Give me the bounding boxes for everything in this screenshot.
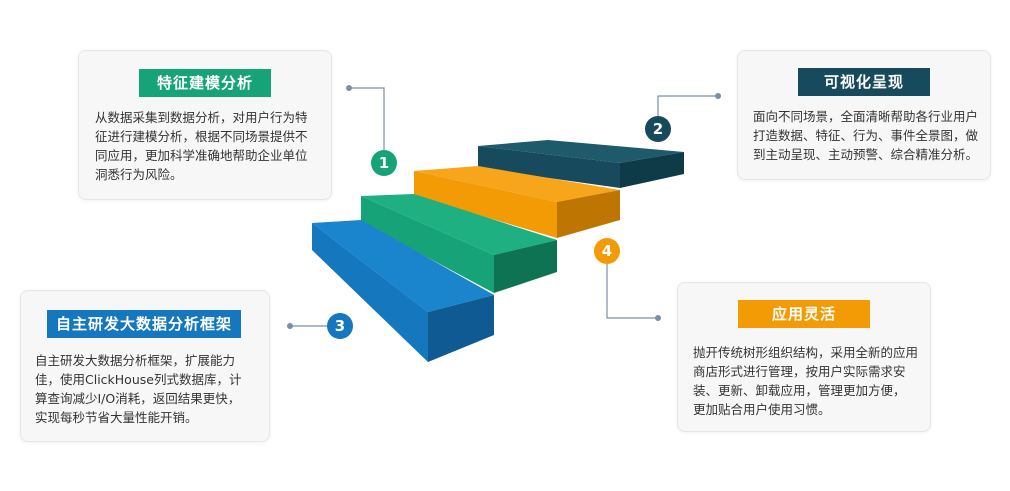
description-line: 从数据采集到数据分析，对用户行为特 — [95, 110, 308, 125]
feature-card-4: 应用灵活 抛开传统树形组织结构，采用全新的应用 商店形式进行管理，按用户实际需求… — [677, 282, 931, 432]
description-line: 面向不同场景，全面清晰帮助各行业用户 — [753, 109, 979, 124]
connector-2 — [657, 95, 718, 116]
feature-card-1: 特征建模分析 从数据采集到数据分析，对用户行为特 征进行建模分析，根据不同场景提… — [78, 50, 332, 200]
feature-card-description: 从数据采集到数据分析，对用户行为特 征进行建模分析，根据不同场景提供不 同应用，… — [95, 108, 325, 184]
stair-step-green — [361, 194, 557, 293]
description-line: 算查询减少I/O消耗，返回结果更快， — [35, 391, 241, 406]
description-line: 更加贴合用户使用习惯。 — [693, 402, 831, 417]
description-line: 自主研发大数据分析框架，扩展能力 — [35, 353, 236, 368]
feature-card-title: 特征建模分析 — [139, 69, 271, 97]
feature-card-title: 应用灵活 — [738, 300, 870, 328]
feature-card-description: 抛开传统树形组织结构，采用全新的应用 商店形式进行管理，按用户实际需求安 装、更… — [693, 343, 927, 419]
description-line: 佳，使用ClickHouse列式数据库，计 — [35, 372, 242, 387]
stair-step-blue — [312, 220, 494, 362]
feature-card-title: 自主研发大数据分析框架 — [47, 310, 241, 338]
description-line: 商店形式进行管理，按用户实际需求安 — [693, 364, 906, 379]
stair-step-orange — [414, 166, 620, 238]
description-line: 同应用，更加科学准确地帮助企业单位 — [95, 148, 308, 163]
description-line: 实现每秒节省大量性能开销。 — [35, 410, 198, 425]
feature-card-description: 面向不同场景，全面清晰帮助各行业用户 打造数据、特征、行为、事件全景图，做 到主… — [753, 107, 987, 164]
connector-4 — [606, 262, 658, 319]
feature-card-description: 自主研发大数据分析框架，扩展能力 佳，使用ClickHouse列式数据库，计 算… — [35, 351, 265, 427]
description-line: 抛开传统树形组织结构，采用全新的应用 — [693, 345, 919, 360]
feature-card-title: 可视化呈现 — [798, 68, 930, 96]
description-line: 洞悉行为风险。 — [95, 167, 183, 182]
connector-1 — [349, 87, 385, 150]
step-number-badge-1: 1 — [371, 150, 397, 176]
description-line: 到主动呈现、主动预警、综合精准分析。 — [753, 147, 979, 162]
step-number-badge-4: 4 — [594, 238, 620, 264]
connector-dots — [287, 85, 721, 329]
feature-card-3: 自主研发大数据分析框架 自主研发大数据分析框架，扩展能力 佳，使用ClickHo… — [20, 290, 270, 442]
step-number-badge-2: 2 — [645, 116, 671, 142]
connector-lines — [290, 87, 718, 327]
step-number-badge-3: 3 — [327, 313, 353, 339]
feature-card-2: 可视化呈现 面向不同场景，全面清晰帮助各行业用户 打造数据、特征、行为、事件全景… — [737, 50, 991, 180]
description-line: 打造数据、特征、行为、事件全景图，做 — [753, 128, 979, 143]
description-line: 装、更新、卸载应用，管理更加方便， — [693, 383, 906, 398]
description-line: 征进行建模分析，根据不同场景提供不 — [95, 129, 308, 144]
stair-step-top — [478, 140, 684, 188]
